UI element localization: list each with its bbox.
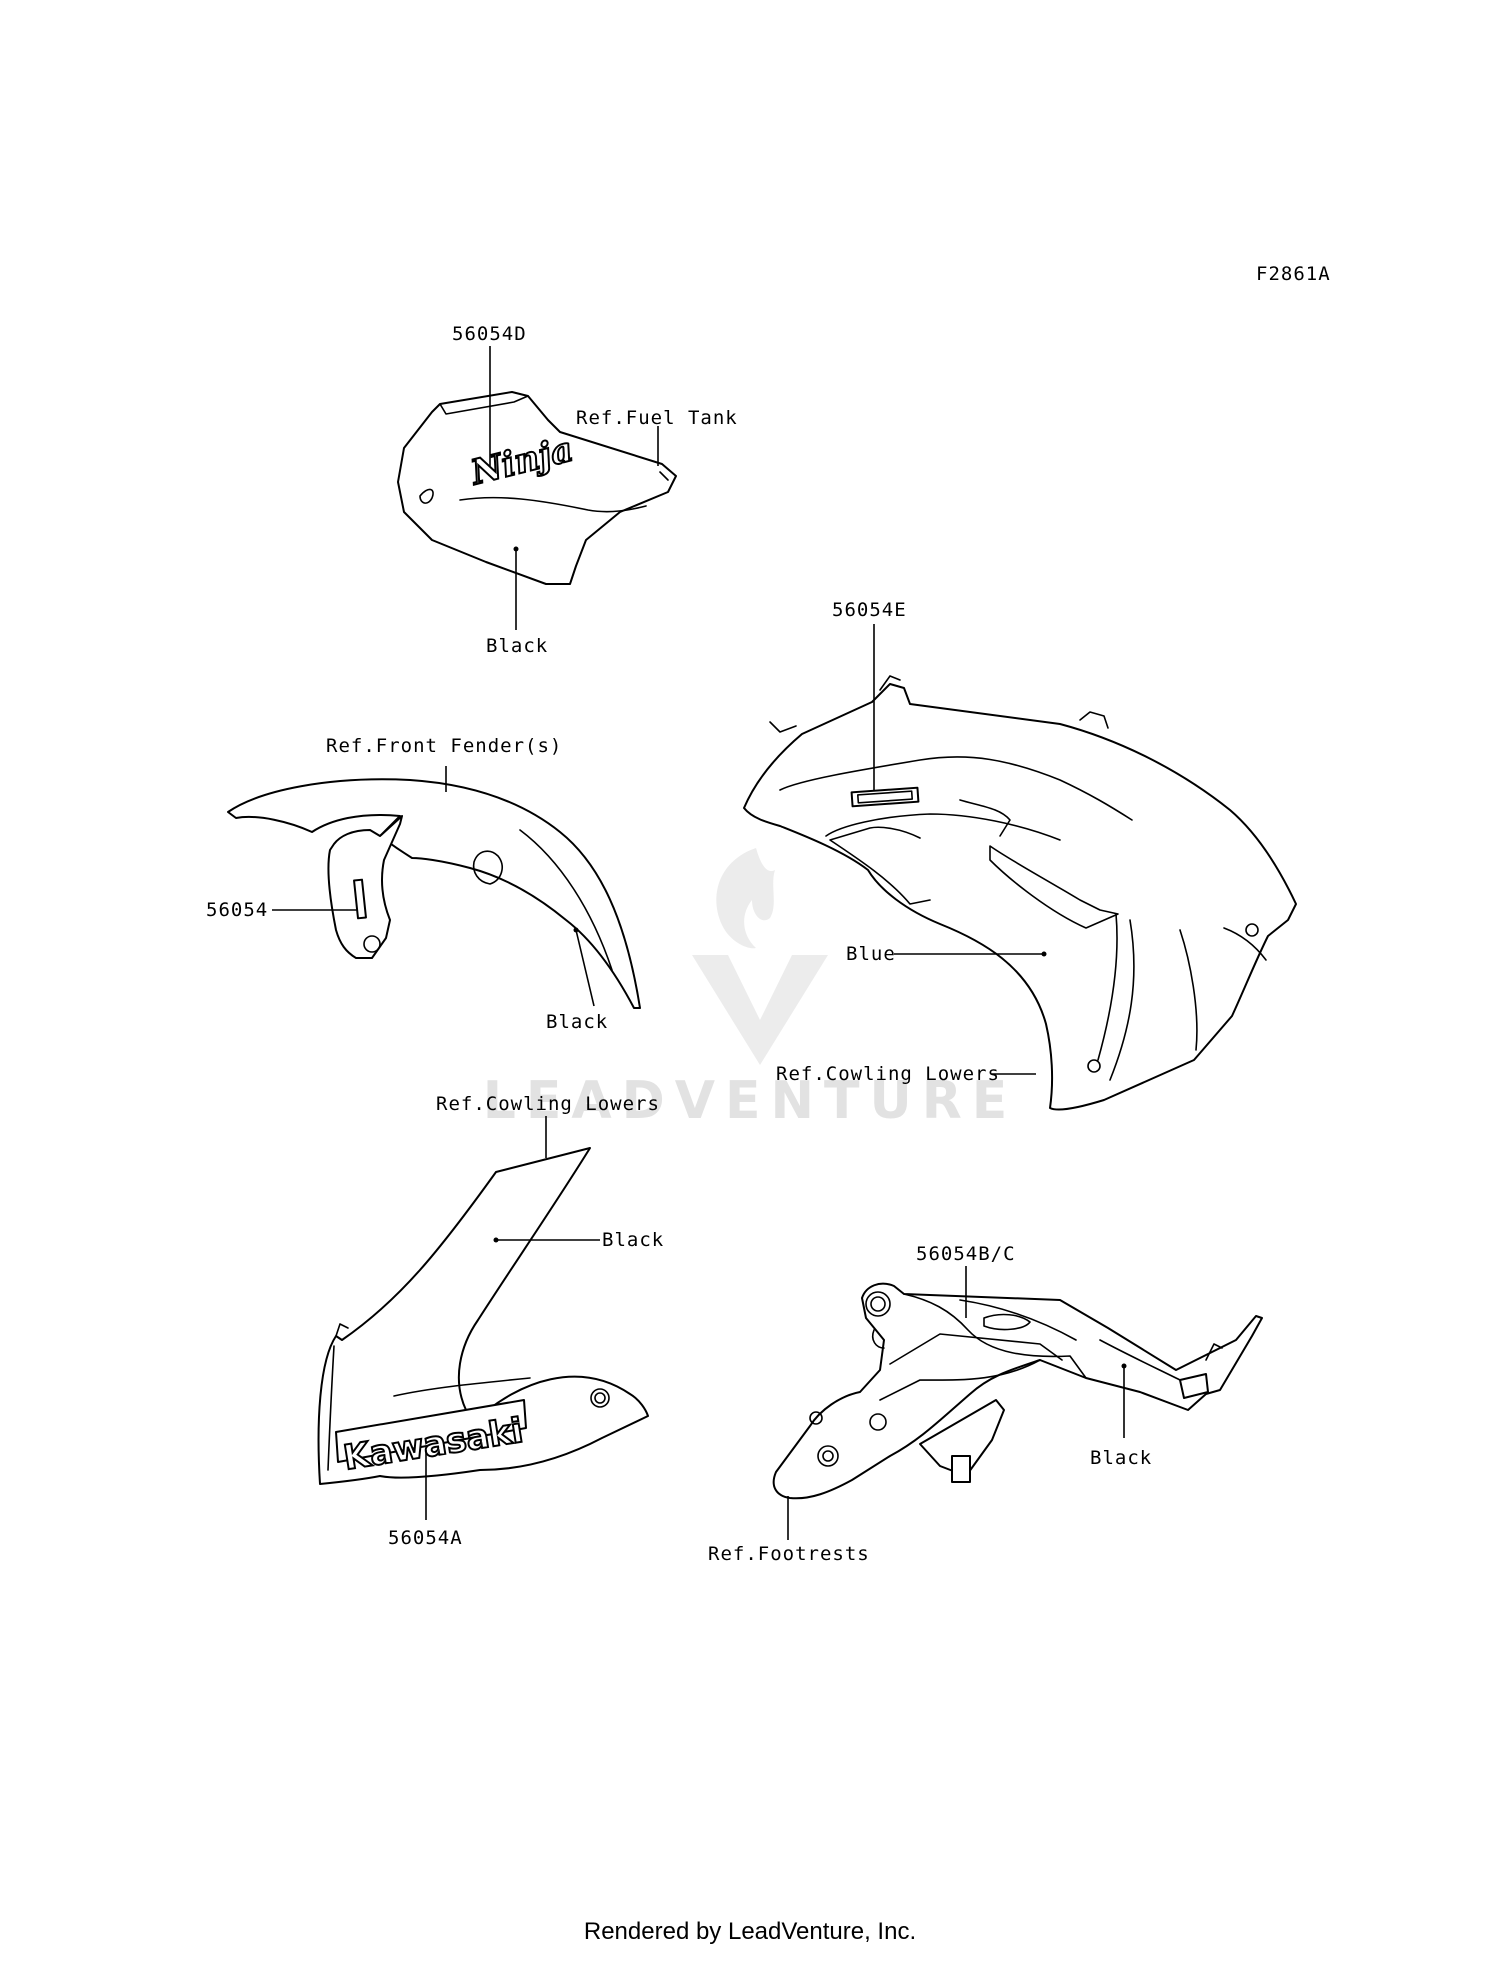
label-blue: Blue (846, 943, 896, 965)
cowling-lower-left: Kawasaki (317, 1147, 649, 1485)
label-56054E: 56054E (832, 599, 907, 621)
label-56054D: 56054D (452, 323, 527, 345)
watermark-text: LEADVENTURE (483, 1071, 1018, 1131)
label-ref-fuel-tank: Ref.Fuel Tank (576, 407, 738, 429)
label-ref-cowling-lowers-right: Ref.Cowling Lowers (776, 1063, 1000, 1085)
figure-code: F2861A (1256, 263, 1331, 285)
footer-credit: Rendered by LeadVenture, Inc. (583, 1918, 917, 1945)
watermark-flame-icon (716, 848, 775, 949)
label-black-cowl: Black (602, 1229, 664, 1251)
fuel-tank-cover: Ninja (397, 391, 677, 585)
label-ref-cowling-lowers-left: Ref.Cowling Lowers (436, 1093, 660, 1115)
label-56054A: 56054A (388, 1527, 463, 1549)
label-ref-footrests: Ref.Footrests (708, 1543, 870, 1565)
footrest-bracket (772, 1282, 1263, 1500)
label-56054BC: 56054B/C (916, 1243, 1016, 1265)
front-fender (227, 778, 641, 1009)
label-black-footrest: Black (1090, 1447, 1152, 1469)
label-ref-front-fender: Ref.Front Fender(s) (326, 735, 562, 757)
leader-black-fender (575, 929, 595, 1007)
cowling-lower-right (743, 675, 1297, 1111)
label-56054: 56054 (206, 899, 268, 921)
watermark-v-icon (692, 955, 828, 1065)
watermark: LEADVENTURE (483, 848, 1018, 1131)
label-black-tank: Black (486, 635, 548, 657)
label-black-fender: Black (546, 1011, 608, 1033)
